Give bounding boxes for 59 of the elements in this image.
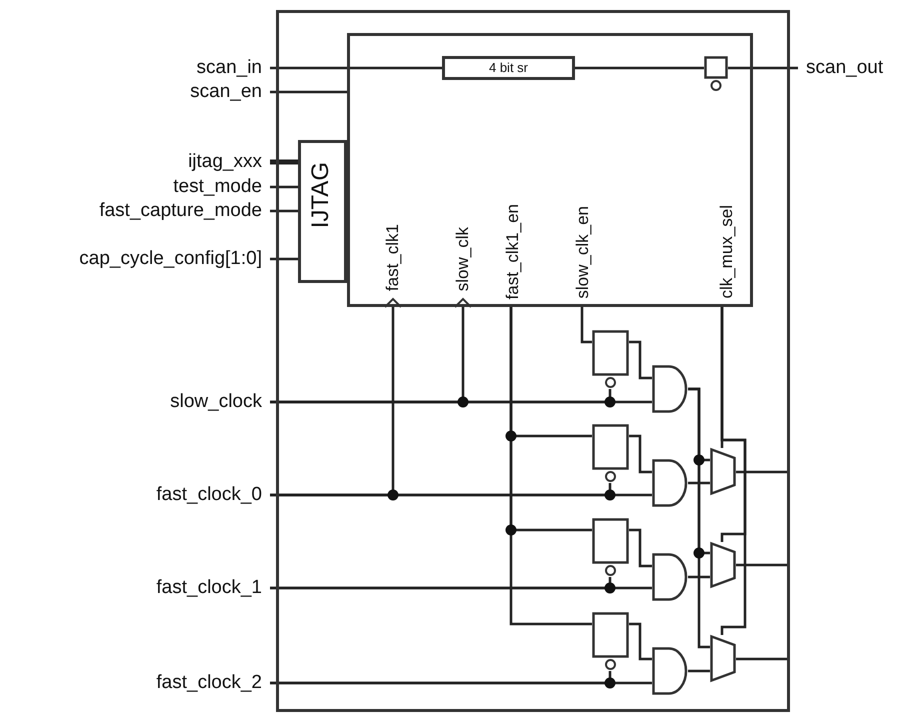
wire bbox=[629, 622, 652, 660]
wire bbox=[270, 494, 652, 496]
signal-label: scan_en bbox=[120, 80, 270, 104]
wire bbox=[580, 307, 592, 344]
mux-symbol bbox=[710, 635, 736, 682]
wire bbox=[270, 66, 442, 70]
latch-symbol bbox=[592, 424, 629, 483]
and-gate-symbol bbox=[652, 459, 688, 507]
latch-symbol bbox=[592, 330, 629, 389]
wire bbox=[688, 670, 710, 672]
wire bbox=[270, 160, 298, 164]
ijtag-block bbox=[298, 140, 347, 283]
latch-symbol bbox=[592, 612, 629, 671]
wire bbox=[720, 307, 746, 635]
wire bbox=[688, 576, 710, 578]
wire bbox=[270, 586, 652, 590]
wire bbox=[270, 258, 298, 260]
wire bbox=[728, 66, 798, 70]
wire bbox=[510, 307, 592, 626]
pin-label: fast_clk1_en bbox=[503, 204, 523, 299]
wire bbox=[270, 186, 298, 188]
wire bbox=[270, 400, 652, 404]
signal-label: ijtag_xxx bbox=[90, 150, 270, 174]
pin-label: clk_mux_sel bbox=[717, 205, 737, 299]
block-label: IJTAG bbox=[307, 162, 335, 228]
signal-label: fast_clock_1 bbox=[70, 576, 270, 600]
signal-label: scan_in bbox=[120, 56, 270, 80]
flip-flop-symbol bbox=[704, 56, 728, 92]
pin-label: slow_clk_en bbox=[573, 206, 593, 299]
wire bbox=[736, 564, 790, 566]
signal-label: fast_clock_2 bbox=[70, 671, 270, 695]
shift-register-box: 4 bit sr bbox=[442, 56, 575, 80]
wire bbox=[270, 682, 652, 684]
signal-label: test_mode bbox=[90, 175, 270, 199]
and-gate-symbol bbox=[652, 647, 688, 695]
wire bbox=[629, 528, 652, 568]
wire bbox=[629, 434, 652, 474]
wire bbox=[736, 470, 790, 474]
module-boundary bbox=[276, 10, 790, 712]
wire bbox=[629, 340, 652, 380]
latch-symbol bbox=[592, 518, 629, 577]
pin-label: slow_clk bbox=[453, 226, 473, 291]
wire bbox=[270, 90, 347, 94]
wire bbox=[575, 66, 704, 70]
pin-label: fast_clk1 bbox=[383, 224, 403, 291]
signal-label: cap_cycle_config[1:0] bbox=[0, 247, 270, 271]
and-gate-symbol bbox=[652, 553, 688, 601]
wire bbox=[270, 210, 298, 212]
signal-label: slow_clock bbox=[70, 390, 270, 414]
wire bbox=[688, 482, 710, 484]
mux-symbol bbox=[710, 448, 736, 495]
wire bbox=[688, 388, 710, 648]
signal-label: fast_clock_0 bbox=[70, 483, 270, 507]
mux-symbol bbox=[710, 542, 736, 588]
signal-label: scan_out bbox=[798, 56, 910, 80]
and-gate-symbol bbox=[652, 365, 688, 413]
signal-label: fast_capture_mode bbox=[10, 199, 270, 223]
wire bbox=[736, 658, 790, 660]
controller-block bbox=[347, 33, 753, 307]
